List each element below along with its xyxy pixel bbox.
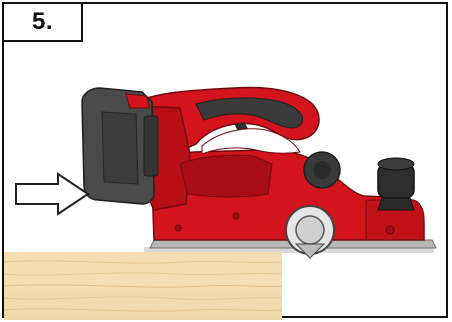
- wood-grain: [4, 252, 282, 320]
- side-panel: [180, 155, 272, 197]
- front-knob: [378, 158, 414, 210]
- wood-board: [4, 252, 282, 320]
- instruction-panel: 5.: [2, 2, 448, 318]
- screw-1: [386, 226, 394, 234]
- arrow-right-icon: [14, 172, 90, 216]
- step-number: 5.: [32, 8, 53, 36]
- step-number-box: 5.: [4, 4, 83, 42]
- screw-2: [175, 225, 181, 231]
- dial-left: [304, 152, 340, 188]
- battery-pack: [82, 88, 158, 204]
- screw-3: [233, 213, 239, 219]
